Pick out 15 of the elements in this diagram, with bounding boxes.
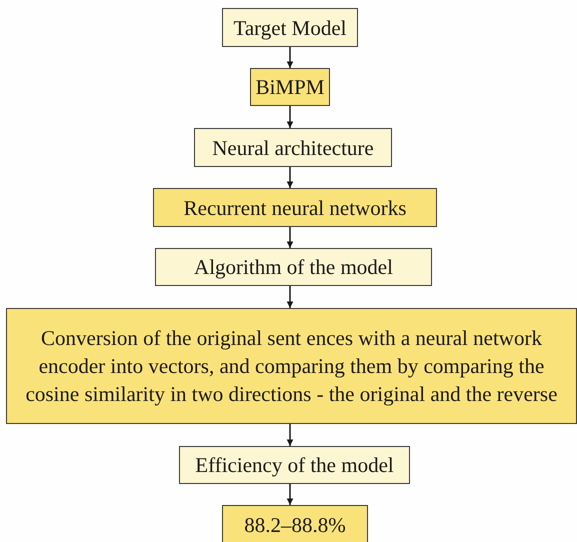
arrow bbox=[286, 424, 294, 446]
arrow bbox=[286, 167, 294, 188]
process-box: Algorithm of the model bbox=[155, 248, 432, 286]
arrow bbox=[286, 484, 294, 505]
arrow bbox=[286, 286, 294, 308]
process-box: 88.2–88.8% bbox=[222, 505, 368, 542]
process-box: Target Model bbox=[222, 8, 358, 47]
arrow bbox=[286, 106, 294, 128]
arrow bbox=[286, 47, 294, 68]
process-box: Efficiency of the model bbox=[179, 446, 410, 484]
process-box: Neural architecture bbox=[194, 128, 392, 167]
process-box: Conversion of the original sent ences with a neural network encoder into vectors, and comparing them by comparing the cosine similarity in two directions - the original and the reverse bbox=[6, 308, 577, 424]
process-box: BiMPM bbox=[250, 68, 330, 106]
process-box: Recurrent neural networks bbox=[153, 188, 437, 227]
arrow bbox=[286, 227, 294, 248]
